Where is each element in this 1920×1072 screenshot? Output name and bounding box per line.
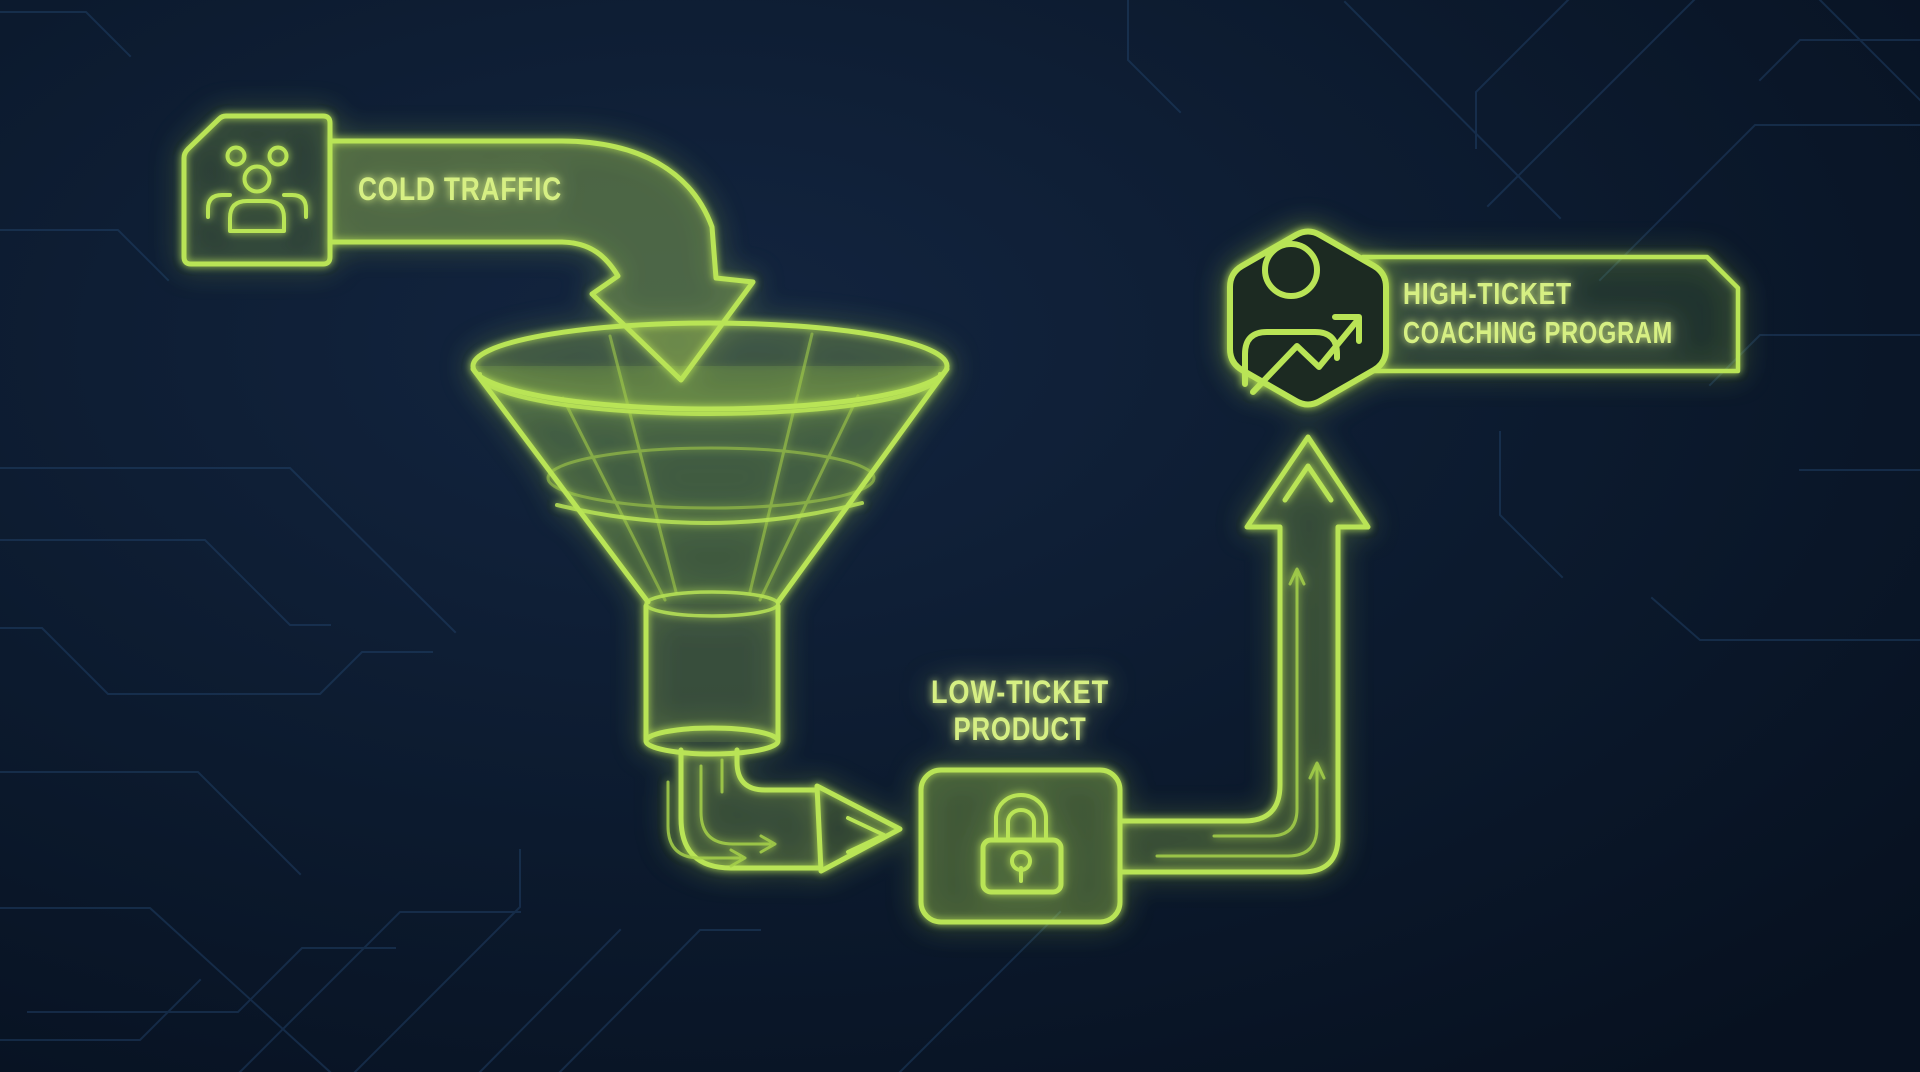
- trace: [478, 928, 622, 1072]
- funnel-cone-fill: [473, 366, 947, 604]
- funnel-wireframe: [470, 320, 950, 757]
- flow-up-outline: [1117, 434, 1371, 875]
- person-head: [1262, 241, 1320, 299]
- trace: [1650, 596, 1920, 641]
- high-ticket-node: HIGH-TICKET COACHING PROGRAM: [1227, 228, 1741, 408]
- user-left-body: [206, 193, 232, 219]
- funnel-cylinder-fill: [646, 604, 778, 742]
- streamline: [699, 764, 772, 846]
- funnel-waterline-arc: [555, 501, 864, 525]
- trace: [1475, 0, 1570, 149]
- neon-diagram: COLD TRAFFIC: [181, 113, 1741, 925]
- trace: [898, 910, 1062, 1072]
- trace: [0, 771, 302, 876]
- flow-up-band-fill: [1120, 437, 1368, 872]
- user-right-head: [267, 145, 289, 167]
- growth-arrow-head: [1332, 314, 1362, 344]
- cold-traffic-node: COLD TRAFFIC: [181, 113, 562, 267]
- funnel-side-right: [775, 366, 950, 605]
- padlock-icon: [980, 793, 1064, 895]
- funnel-meridian: [758, 394, 860, 602]
- trace: [1758, 39, 1920, 82]
- padlock-shackle-inner: [1006, 808, 1036, 842]
- trace: [0, 978, 202, 1041]
- trace: [1499, 431, 1564, 579]
- flow-right-band-fill: [681, 750, 820, 868]
- user-center-head: [242, 164, 272, 194]
- low-ticket-label-line1: LOW-TICKET: [931, 674, 1109, 710]
- streamline-arrowhead: [1308, 761, 1326, 780]
- funnel-side-left: [470, 366, 651, 605]
- trace: [0, 229, 170, 282]
- trace: [0, 627, 433, 695]
- trace: [1486, 0, 1696, 208]
- edge-low-ticket-to-high-ticket: [1117, 434, 1371, 875]
- trace: [1598, 124, 1920, 282]
- trace: [27, 947, 396, 1013]
- flow-right-chevron: [846, 816, 886, 854]
- streamline: [1155, 764, 1319, 858]
- flow-right-inner-line: [734, 747, 820, 793]
- funnel-rim-front-arc: [478, 372, 942, 416]
- flow-up-chevron: [1282, 463, 1334, 503]
- user-center-body: [228, 199, 286, 233]
- edge-funnel-to-low-ticket: [666, 747, 903, 874]
- trace: [558, 929, 761, 1072]
- high-ticket-label-line2: COACHING PROGRAM: [1403, 315, 1673, 350]
- funnel-meridian: [608, 334, 678, 594]
- streamline-arrowhead: [759, 834, 777, 854]
- flow-up-streamlines: [1155, 567, 1326, 858]
- flow-right-streamlines: [666, 758, 777, 868]
- low-ticket-label-line2: PRODUCT: [954, 711, 1087, 747]
- padlock-body: [980, 837, 1064, 895]
- trace: [238, 911, 521, 1072]
- low-ticket-box: [918, 767, 1123, 925]
- trace: [1127, 0, 1182, 114]
- user-left-head: [225, 145, 247, 167]
- flow-right-arrowhead: [814, 783, 903, 874]
- cold-traffic-label: COLD TRAFFIC: [358, 171, 562, 207]
- user-right-body: [282, 193, 308, 219]
- trace: [0, 467, 457, 634]
- trace: [1343, 0, 1562, 220]
- users-group-icon: [206, 145, 308, 233]
- growth-arrow-line: [1250, 319, 1359, 395]
- flow-right-outer-line: [678, 747, 821, 871]
- funnel-meridian: [561, 396, 667, 602]
- person-growth-icon: [1242, 241, 1362, 395]
- funnel-mid-ellipse: [546, 446, 876, 510]
- trace: [353, 849, 521, 1072]
- edge-cold-traffic-to-funnel-arrow: [327, 138, 756, 383]
- trace: [1818, 0, 1920, 102]
- funnel-top-rim: [470, 320, 950, 412]
- low-ticket-node: LOW-TICKET PRODUCT: [918, 674, 1123, 925]
- streamline: [1212, 570, 1299, 838]
- high-ticket-label-box: [1360, 254, 1741, 374]
- streamline-arrowhead: [729, 848, 747, 868]
- funnel-inner-lines: [546, 332, 876, 602]
- padlock-shackle-outer: [994, 793, 1048, 842]
- funnel-top-rim-fill: [473, 323, 947, 409]
- high-ticket-label-line1: HIGH-TICKET: [1403, 276, 1572, 311]
- high-ticket-hexagon: [1227, 228, 1389, 408]
- streamline: [666, 780, 742, 860]
- funnel-meridian: [748, 332, 814, 594]
- streamline-arrowhead: [1288, 567, 1306, 586]
- trace: [0, 539, 331, 626]
- trace: [0, 11, 132, 58]
- trace: [0, 907, 332, 1072]
